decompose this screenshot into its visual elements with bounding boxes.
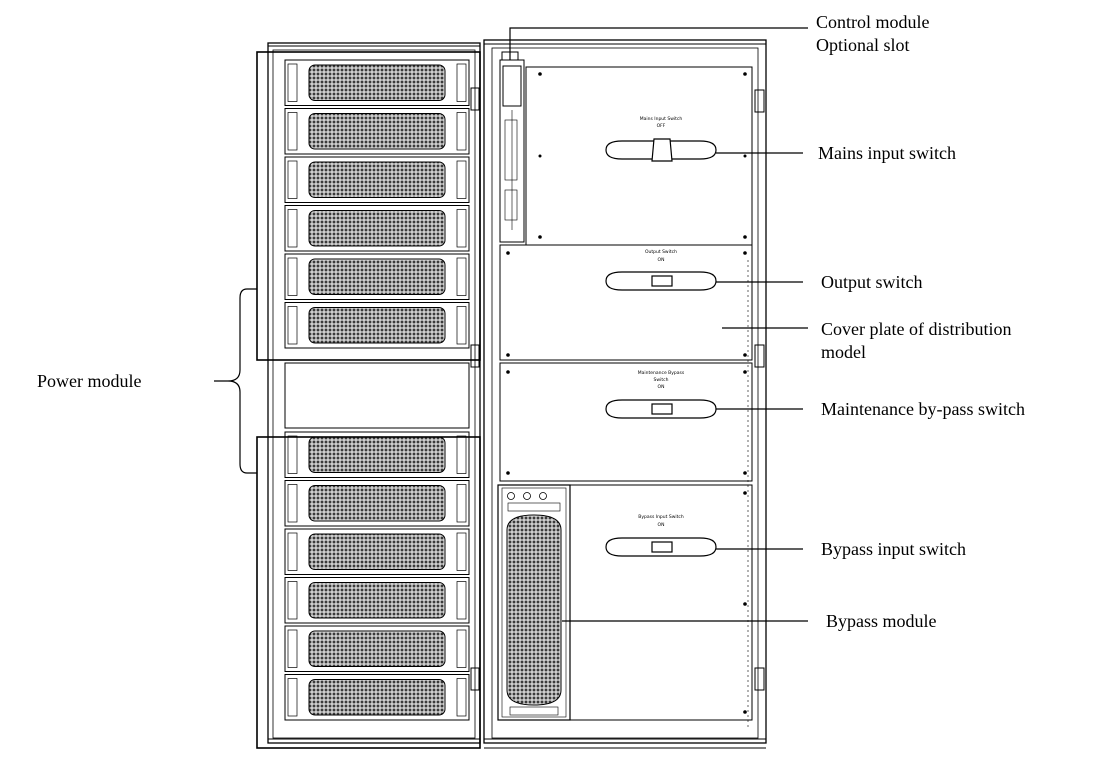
cabinet-rails [268,43,766,749]
label-maintenance-bypass-switch: Maintenance by-pass switch [821,399,1025,419]
upper-power-module-stack [284,59,470,349]
label-bypass-input-switch: Bypass input switch [821,539,967,559]
bypass-input-panel [569,484,753,721]
maintenance-caption-2: Switch [654,377,669,383]
label-control-module: Control module [816,12,930,32]
lower-power-module-stack [284,431,470,721]
upper-power-module-5 [284,253,470,300]
control-module [499,59,525,243]
mains-state: OFF [657,123,666,129]
left-cabinet [267,42,481,744]
bypass-state: ON [658,522,665,528]
right-cabinet [483,39,767,744]
upper-power-module-4 [284,205,470,252]
left-cabinet-hinges [470,87,480,691]
label-bypass-module: Bypass module [826,611,937,631]
switch-panels [499,66,753,721]
callout-leaders [214,27,808,622]
maintenance-bypass-panel [499,362,753,482]
label-cover-plate-2: model [821,342,866,362]
mains-input-switch-handle [605,138,717,162]
bypass-module-unit [497,484,571,721]
lower-power-module-1 [284,431,470,478]
panel-screws [506,72,747,714]
lower-power-module-2 [284,480,470,527]
lower-power-module-3 [284,528,470,575]
label-power-module: Power module [37,371,142,391]
output-panel [499,244,753,361]
right-cabinet-hinges [754,89,765,691]
blank-plate [284,362,470,429]
maintenance-state: ON [658,384,665,390]
label-optional-slot: Optional slot [816,35,910,55]
label-output-switch: Output switch [821,272,923,292]
upper-power-module-1 [284,59,470,106]
maintenance-bypass-switch-handle [605,399,717,419]
lower-power-module-4 [284,577,470,624]
output-state: ON [658,257,665,263]
label-cover-plate-1: Cover plate of distribution [821,319,1012,339]
label-mains-input-switch: Mains input switch [818,143,956,163]
maintenance-caption-1: Maintenance Bypass [638,370,685,376]
power-module-brace [214,288,257,474]
output-switch-handle [605,271,717,291]
output-caption: Output Switch [645,249,677,255]
mains-caption: Mains Input Switch [640,116,683,122]
lower-power-module-5 [284,625,470,672]
bypass-input-switch-handle [605,537,717,557]
mains-input-panel [525,66,753,246]
upper-power-module-3 [284,156,470,203]
panel-captions: Mains Input Switch OFF Output Switch ON … [638,116,685,528]
lower-power-module-6 [284,674,470,721]
leader-control-module [509,27,808,60]
bypass-caption: Bypass Input Switch [638,514,684,520]
upper-power-module-6 [284,302,470,349]
upper-power-module-2 [284,108,470,155]
